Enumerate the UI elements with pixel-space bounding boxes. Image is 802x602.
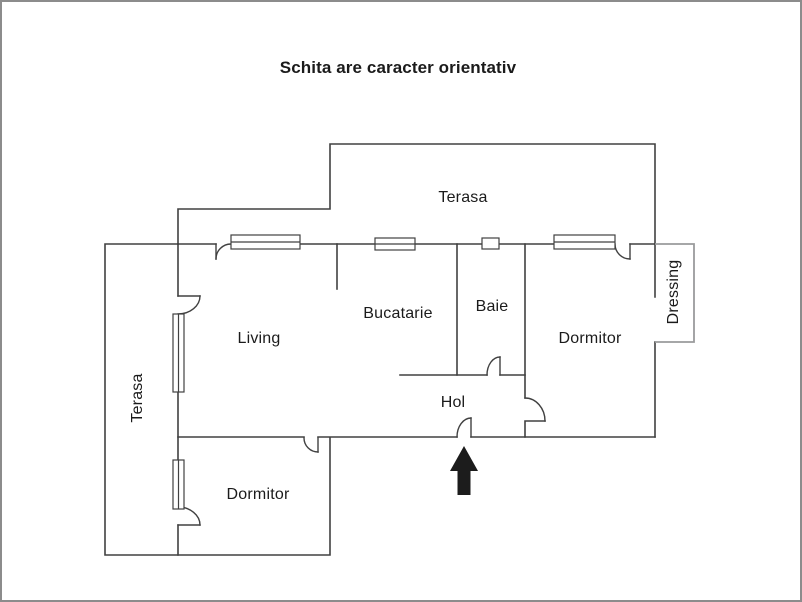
room-label-living: Living [237, 330, 281, 347]
room-label-dressing: Dressing [665, 259, 682, 325]
page-title: Schita are caracter orientativ [279, 58, 517, 77]
windows [172, 234, 616, 510]
door-hol-dormitor [524, 397, 546, 422]
room-label-baie: Baie [475, 298, 509, 315]
entrance-arrow-icon [450, 446, 478, 495]
door-entrance [456, 417, 472, 438]
window-bucatarie-top [374, 237, 416, 251]
window-baie-top [481, 237, 500, 250]
room-label-hol: Hol [440, 394, 466, 411]
wall-dressing [655, 243, 695, 343]
room-label-terasa-top: Terasa [438, 189, 488, 206]
wall-hol-dormitor [524, 243, 546, 438]
window-living-west [172, 313, 185, 393]
window-dormitor-top [553, 234, 616, 250]
door-dormitor-bottom [303, 437, 319, 453]
doors [177, 243, 631, 526]
walls [104, 143, 656, 556]
door-living-terasa-west [177, 295, 201, 315]
door-dormitor-terasa-west [177, 506, 201, 526]
wall-terasa-top [177, 143, 656, 245]
door-terasa-living-top [215, 243, 232, 260]
door-baie [486, 356, 501, 376]
room-label-bucatarie: Bucatarie [363, 305, 433, 322]
room-label-terasa-left: Terasa [129, 373, 146, 423]
room-label-dormitor-bottom: Dormitor [226, 486, 290, 503]
room-label-dormitor-right: Dormitor [558, 330, 622, 347]
window-living-top [230, 234, 301, 250]
window-dormitor-west [172, 459, 185, 510]
door-terasa-dormitor-top [614, 243, 631, 260]
wall-terasa-left-outline [104, 243, 331, 556]
